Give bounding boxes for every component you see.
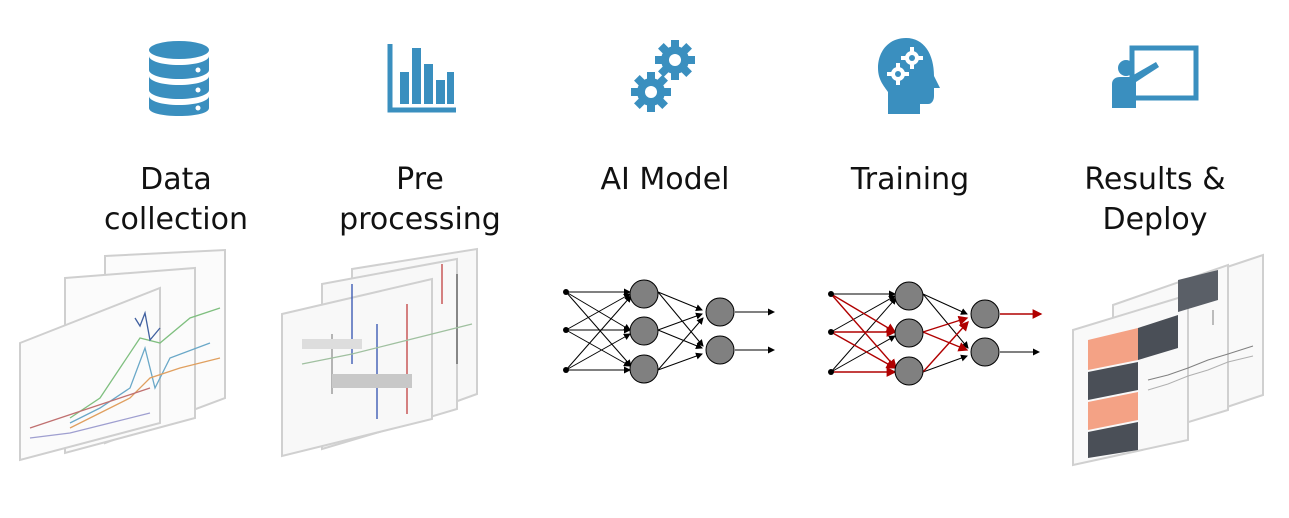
stacked-line-chart-panels (19, 248, 226, 462)
stage-label-pre-processing: Pre processing (339, 162, 501, 237)
gears-icon (631, 40, 695, 112)
neural-network (563, 279, 775, 384)
bar-chart-icon (387, 44, 456, 113)
stage-label-training: Training (850, 162, 970, 197)
presentation-icon (1112, 45, 1199, 108)
database-icon (149, 41, 209, 116)
stage-label-data-collection: Data collection (104, 162, 248, 237)
stacked-filtered-signal-panels (281, 247, 478, 458)
stacked-heatmap-panels (1072, 253, 1264, 467)
head-gears-icon (878, 38, 940, 114)
stage-label-results-deploy: Results & Deploy (1084, 162, 1226, 237)
neural-network-backprop (828, 281, 1043, 386)
stage-label-ai-model: AI Model (600, 162, 730, 197)
